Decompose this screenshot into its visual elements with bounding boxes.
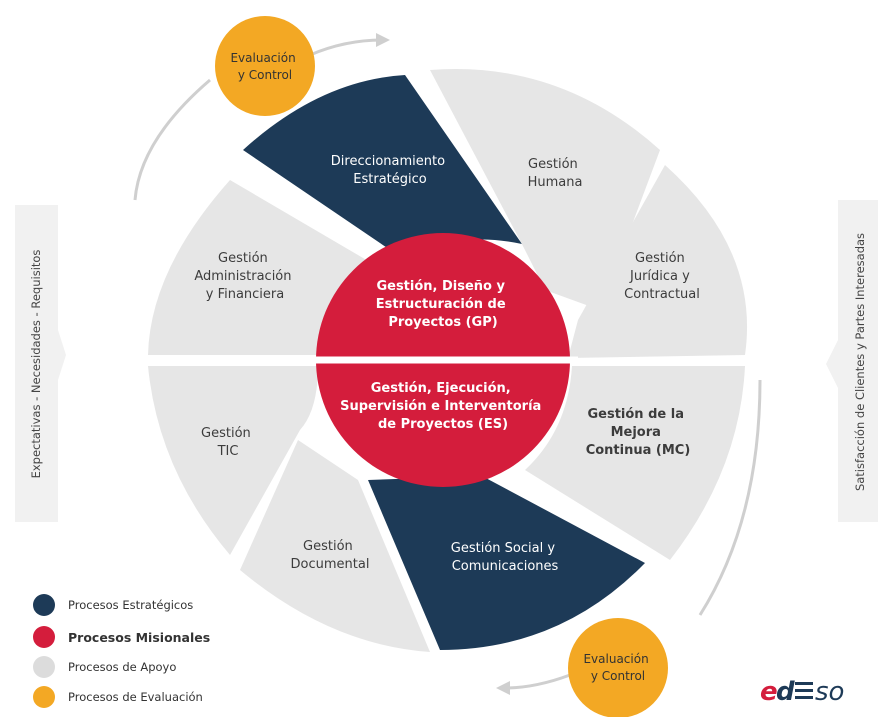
edeso-logo: e d so <box>760 677 844 707</box>
evaluation-control-bottom: Evaluación y Control <box>568 618 668 717</box>
right-output-panel: Satisfacción de Clientes y Partes Intere… <box>826 200 878 522</box>
legend-item-missional: Procesos Misionales <box>33 626 210 648</box>
svg-text:Procesos Estratégicos: Procesos Estratégicos <box>68 598 193 612</box>
legend-item-strategic: Procesos Estratégicos <box>33 594 193 616</box>
right-panel-text: Satisfacción de Clientes y Partes Intere… <box>853 233 867 491</box>
center-bottom-label: Gestión, Ejecución, Supervisión e Interv… <box>340 381 546 432</box>
svg-text:Evaluación y Control: Evaluación y Control <box>583 652 652 683</box>
svg-text:Procesos de Apoyo: Procesos de Apoyo <box>68 660 176 674</box>
process-wheel <box>148 69 748 652</box>
segment-gestion-tic <box>148 366 318 555</box>
segment-label-documental: Gestión Documental <box>291 539 370 572</box>
svg-text:Evaluación y Control: Evaluación y Control <box>230 51 299 82</box>
segment-label-mejora: Gestión de la Mejora Continua (MC) <box>586 407 691 458</box>
segment-labels: Direccionamiento Estratégico Gestión Hum… <box>194 154 700 574</box>
segment-label-direccionamiento: Direccionamiento Estratégico <box>331 154 449 187</box>
evaluation-control-top: Evaluación y Control <box>215 16 315 116</box>
legend: Procesos Estratégicos Procesos Misionale… <box>33 594 210 708</box>
legend-item-support: Procesos de Apoyo <box>33 656 176 678</box>
cycle-arrows <box>133 33 762 695</box>
center-circle: Gestión, Diseño y Estructuración de Proy… <box>308 233 578 487</box>
segment-label-humana: Gestión Humana <box>528 157 583 190</box>
legend-item-evaluation: Procesos de Evaluación <box>33 686 203 708</box>
segment-gestion-juridica <box>568 165 748 358</box>
svg-text:Procesos Misionales: Procesos Misionales <box>68 630 210 645</box>
segment-gestion-mejora-continua <box>525 366 745 560</box>
center-top-label: Gestión, Diseño y Estructuración de Proy… <box>376 279 510 330</box>
left-panel-text: Expectativas - Necesidades - Requisitos <box>29 250 43 479</box>
segment-gestion-administracion <box>148 180 375 355</box>
segment-gestion-documental <box>240 440 430 652</box>
segment-gestion-social <box>368 476 645 650</box>
segment-label-tic: Gestión TIC <box>201 426 255 459</box>
svg-text:so: so <box>815 677 844 707</box>
segment-label-administracion: Gestión Administración y Financiera <box>194 251 295 302</box>
svg-text:e: e <box>760 677 778 707</box>
svg-text:Procesos de Evaluación: Procesos de Evaluación <box>68 690 203 704</box>
segment-direccionamiento-estrategico <box>243 75 522 260</box>
segment-gestion-humana <box>430 69 660 310</box>
left-input-panel: Expectativas - Necesidades - Requisitos <box>15 205 66 522</box>
segment-label-juridica: Gestión Jurídica y Contractual <box>624 251 700 302</box>
segment-label-social: Gestión Social y Comunicaciones <box>451 541 559 574</box>
svg-text:d: d <box>776 677 795 707</box>
